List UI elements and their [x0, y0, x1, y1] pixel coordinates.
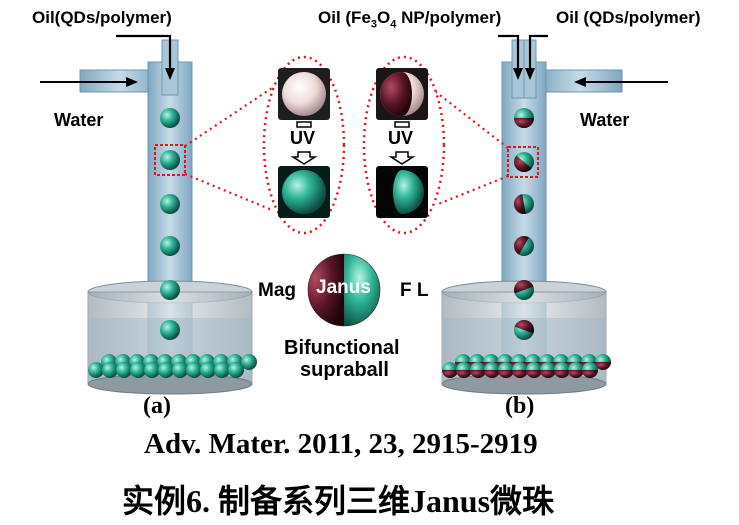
collected-janus-bead — [526, 362, 542, 378]
collected-janus-bead — [442, 362, 458, 378]
oil-fe3o4-suffix: NP/polymer) — [396, 8, 502, 27]
collected-bead — [228, 362, 244, 378]
water-arrows — [40, 77, 668, 87]
panel-b-label: (b) — [505, 393, 535, 419]
uv-label-left: UV — [290, 128, 316, 148]
droplet — [160, 320, 180, 340]
collected-bead — [130, 362, 146, 378]
oil-arrows — [116, 34, 548, 70]
left-zoom-images — [278, 68, 330, 218]
teal-droplet — [282, 170, 326, 214]
mag-label: Mag — [258, 280, 296, 301]
left-highlight-box — [154, 144, 186, 176]
water-label-left: Water — [54, 110, 104, 130]
oil-fe3o4-prefix: Oil (Fe — [318, 8, 371, 27]
collected-janus-bead — [498, 362, 514, 378]
left-collected-beads — [88, 354, 257, 378]
droplet — [160, 150, 180, 170]
collected-bead — [158, 362, 174, 378]
fl-label: F L — [400, 280, 429, 301]
collected-janus-bead — [540, 362, 556, 378]
droplet — [160, 108, 180, 128]
citation: Adv. Mater. 2011, 23, 2915-2919 — [144, 428, 538, 460]
left-zoom-ellipse — [262, 55, 346, 235]
uv-arrows — [290, 121, 416, 165]
collected-bead — [186, 362, 202, 378]
janus-droplet — [514, 236, 534, 256]
collected-janus-bead — [456, 362, 472, 378]
collected-bead — [200, 362, 216, 378]
janus-droplet — [514, 108, 534, 128]
janus-droplet — [514, 320, 534, 340]
collected-bead — [172, 362, 188, 378]
collected-bead — [214, 362, 230, 378]
droplet — [160, 194, 180, 214]
collected-bead — [144, 362, 160, 378]
droplet — [160, 280, 180, 300]
right-highlight-box — [507, 146, 539, 178]
oil-fe3o4-sub2: 4 — [390, 18, 397, 31]
oil-fe3o4-mid: O — [377, 8, 391, 27]
supraball-label: supraball — [300, 359, 389, 381]
pink-droplet — [282, 72, 326, 116]
collected-bead — [102, 362, 118, 378]
bifunctional-label: Bifunctional — [284, 337, 400, 359]
oil-qds-label-left: Oil(QDs/polymer) — [32, 8, 172, 27]
janus-maroon-half — [380, 72, 412, 116]
collected-janus-bead — [470, 362, 486, 378]
oil-qds-label-right: Oil (QDs/polymer) — [556, 8, 701, 27]
left-device — [79, 39, 253, 395]
right-zoom-images — [376, 68, 428, 218]
collected-janus-bead — [582, 362, 598, 378]
collected-janus-bead — [484, 362, 500, 378]
oil-fe3o4-sub1: 3 — [370, 18, 378, 31]
collected-janus-bead — [568, 362, 584, 378]
right-zoom-ellipse — [362, 55, 446, 235]
collected-janus-bead — [554, 362, 570, 378]
right-collected-beads — [442, 354, 611, 378]
left-droplets — [160, 108, 180, 340]
zoom-guides — [184, 87, 509, 212]
janus-label: Janus — [316, 277, 371, 298]
janus-droplet — [513, 152, 534, 173]
janus-droplet — [514, 280, 534, 300]
collected-bead — [116, 362, 132, 378]
water-label-right: Water — [580, 110, 630, 130]
right-droplets — [513, 108, 534, 340]
oil-fe3o4-label: Oil (Fe3O4 NP/polymer) — [318, 8, 501, 30]
collected-bead — [241, 354, 257, 370]
collected-bead — [88, 362, 104, 378]
collected-janus-bead — [512, 362, 528, 378]
janus-teal-half — [393, 170, 424, 214]
janus-droplet — [514, 194, 534, 214]
droplet — [160, 236, 180, 256]
caption: 实例6. 制备系列三维Janus微珠 — [122, 483, 555, 519]
collected-janus-bead — [595, 354, 611, 370]
right-device — [441, 39, 623, 395]
uv-label-right: UV — [388, 128, 414, 148]
panel-a-label: (a) — [143, 393, 171, 419]
